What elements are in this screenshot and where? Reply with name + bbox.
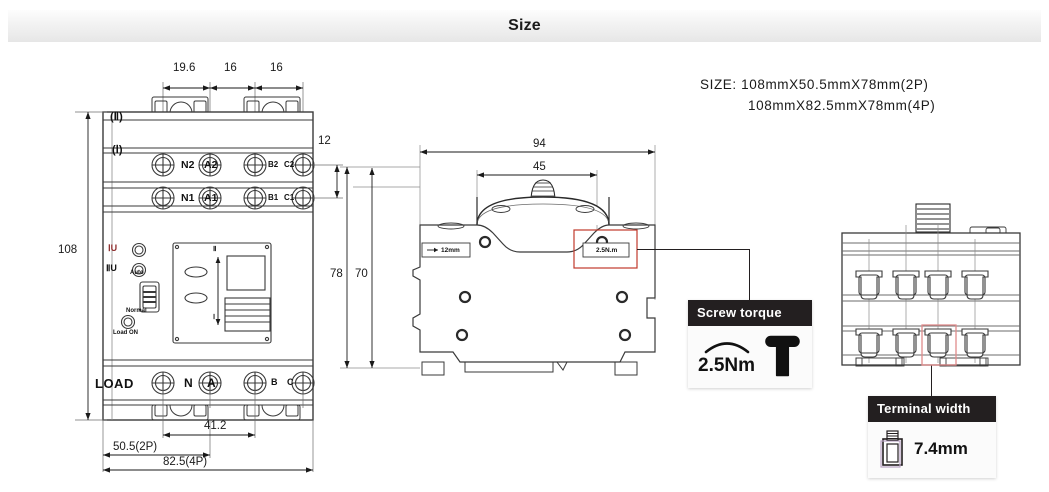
size-spec-label: SIZE: [700,77,737,92]
strip-length-label: 12mm [441,247,460,254]
screw-torque-leader-horizontal [637,249,750,251]
dim-108-height: 108 [58,244,78,256]
dim-16-a: 16 [224,62,237,74]
terminal-A: A [207,376,216,390]
dim-16-b: 16 [270,62,283,74]
row-mark-I: (Ⅰ) [112,144,123,156]
handle-mark-lower: Ⅰ [213,314,216,321]
dim-50-5-2p: 50.5(2P) [113,441,158,453]
top-view-drawing [841,203,1021,367]
dim-45-width: 45 [533,161,546,173]
torque-arc-icon [704,342,749,354]
switch-label-normal: Normal [126,308,147,314]
dim-19-6: 19.6 [173,62,196,74]
section-header-band: Size [8,10,1041,42]
row-mark-II: (Ⅱ) [110,111,123,123]
terminal-C1: C1 [284,193,295,202]
load-label: LOAD [95,376,134,391]
terminal-C2: C2 [284,160,295,169]
terminal-A2: A2 [204,159,218,171]
dim-41-2: 41.2 [204,420,227,432]
dim-12-row-pitch: 12 [318,135,331,147]
callout-screw-torque-body: 2.5Nm [688,326,812,388]
terminal-C: C [287,377,294,387]
callout-screw-torque-title: Screw torque [688,300,812,326]
side-view-drawing [340,145,656,376]
screw-icon [765,335,800,377]
callout-terminal-width-value: 7.4mm [914,439,968,458]
dim-82-5-4p: 82.5(4P) [163,456,208,468]
dim-78-height: 78 [330,268,343,280]
callout-terminal-width-body: 7.4mm [868,422,996,478]
terminal-N: N [184,376,193,390]
callout-terminal-width-title: Terminal width [868,396,996,422]
callout-screw-torque-value: 2.5Nm [698,355,756,376]
size-spec-line2: 108mmX82.5mmX78mm(4P) [748,98,936,113]
terminal-B2: B2 [268,160,279,169]
callout-screw-torque: Screw torque 2.5Nm [688,300,812,388]
terminal-N2: N2 [181,159,195,171]
terminal-B: B [271,377,278,387]
size-specification: SIZE: 108mmX50.5mmX78mm(2P) 108mmX82.5mm… [700,74,935,116]
screw-torque-leader-vertical [749,249,751,301]
dim-94-width: 94 [533,138,546,150]
torque-label-inline: 2.5N.m [596,247,618,254]
indicator-label-IIU: ⅡU [106,263,117,273]
size-spec-line1: 108mmX50.5mmX78mm(2P) [741,77,929,92]
handle-mark-upper: Ⅱ [213,246,217,253]
indicator-label-IU: ⅠU [108,243,118,253]
terminal-N1: N1 [181,192,195,204]
front-view-drawing [75,82,343,473]
terminal-B1: B1 [268,193,279,202]
dim-70-height: 70 [355,268,368,280]
terminal-A1: A1 [204,192,218,204]
terminal-icon [880,430,903,468]
terminal-width-leader-vertical [931,362,933,397]
switch-label-auto: Auto [130,270,144,276]
page-title: Size [508,17,541,34]
callout-terminal-width: Terminal width 7.4mm [868,396,996,478]
lamp-label-load-on: Load ON [113,330,138,336]
